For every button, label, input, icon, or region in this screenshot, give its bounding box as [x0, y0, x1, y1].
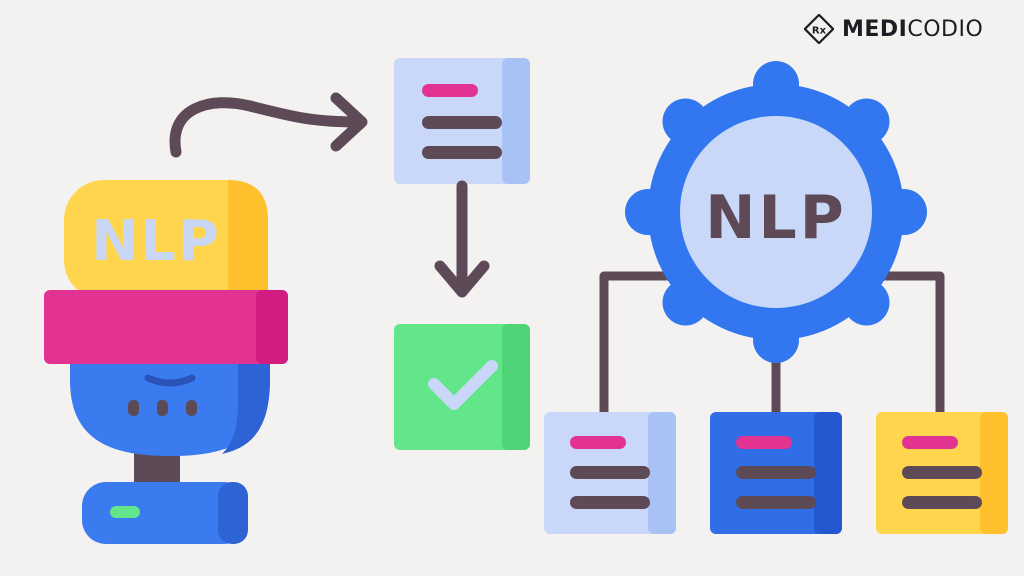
brand-logo[interactable]: Rx MEDICODIO: [804, 12, 983, 46]
nlp-gear-icon: NLP: [625, 61, 927, 363]
microphone-base: [82, 482, 248, 544]
microphone-band: [44, 290, 288, 364]
output-document-blue-icon: [710, 412, 842, 534]
curved-arrow-connector: [169, 92, 368, 158]
checkmark-icon: [394, 324, 530, 450]
brand-name: MEDICODIO: [842, 17, 983, 42]
microphone-head: [64, 180, 268, 300]
diamond-rx-icon: Rx: [804, 14, 834, 44]
output-document-yellow-icon: [876, 412, 1008, 534]
microphone-icon: NLP: [44, 180, 288, 544]
microphone-body: [70, 358, 270, 456]
microphone-label: NLP: [91, 209, 221, 274]
brand-name-light: CODIO: [907, 16, 984, 42]
led-indicator: [110, 506, 140, 518]
output-document-light-icon: [544, 412, 676, 534]
gear-label: NLP: [705, 183, 846, 253]
transcript-document-icon: [394, 58, 530, 184]
down-arrow-connector: [434, 180, 490, 298]
svg-text:Rx: Rx: [812, 26, 827, 37]
brand-name-bold: MEDI: [842, 16, 908, 42]
